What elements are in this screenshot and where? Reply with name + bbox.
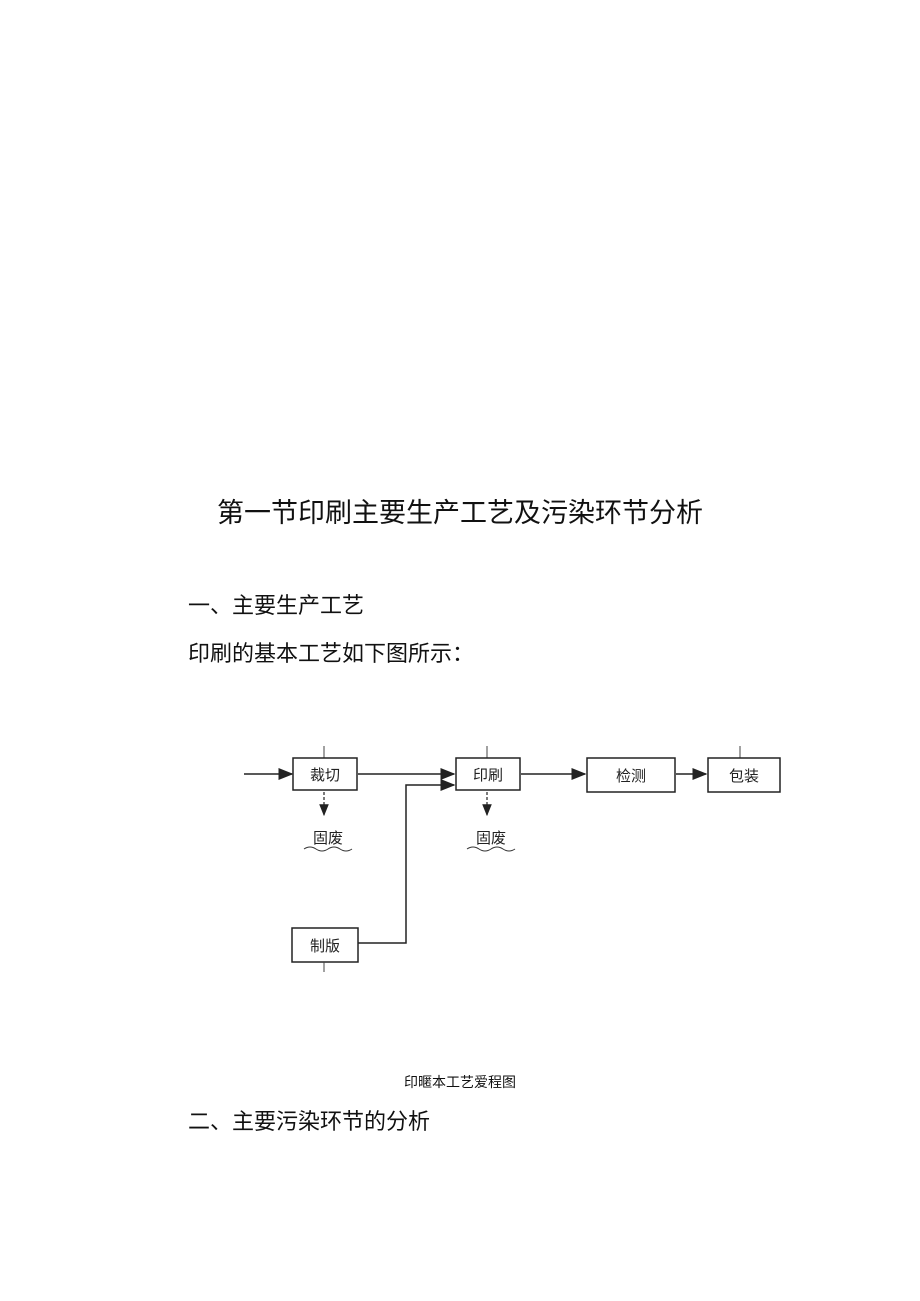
part1-heading: 一、主要生产工艺 bbox=[188, 594, 365, 619]
node-cutting: 裁切 bbox=[292, 746, 358, 791]
cutting-waste-wave bbox=[303, 846, 353, 852]
part1-intro: 印刷的基本工艺如下图所示： bbox=[188, 642, 475, 667]
printing-waste-wave bbox=[466, 846, 516, 852]
platemaking-to-printing-arrow bbox=[358, 779, 456, 944]
diagram-caption: 印暱本工艺爱程图 bbox=[404, 1075, 516, 1091]
part2-heading: 二、主要污染环节的分析 bbox=[188, 1110, 431, 1135]
node-cutting-label: 裁切 bbox=[310, 766, 340, 784]
printing-waste-label: 固废 bbox=[476, 829, 506, 847]
node-packaging: 包装 bbox=[707, 746, 781, 793]
node-printing-label: 印刷 bbox=[473, 766, 503, 784]
node-platemaking: 制版 bbox=[291, 927, 359, 972]
node-packaging-label: 包装 bbox=[729, 767, 759, 785]
node-platemaking-label: 制版 bbox=[310, 937, 340, 955]
cutting-waste-label: 固废 bbox=[313, 829, 343, 847]
section-title: 第一节印刷主要生产工艺及污染环节分析 bbox=[217, 498, 703, 529]
node-printing: 印刷 bbox=[455, 746, 521, 791]
node-inspection: 检测 bbox=[586, 757, 676, 793]
process-flow-diagram: 裁切 固废 印刷 固废 检测 包装 制版 bbox=[244, 746, 781, 972]
node-inspection-label: 检测 bbox=[616, 767, 646, 785]
